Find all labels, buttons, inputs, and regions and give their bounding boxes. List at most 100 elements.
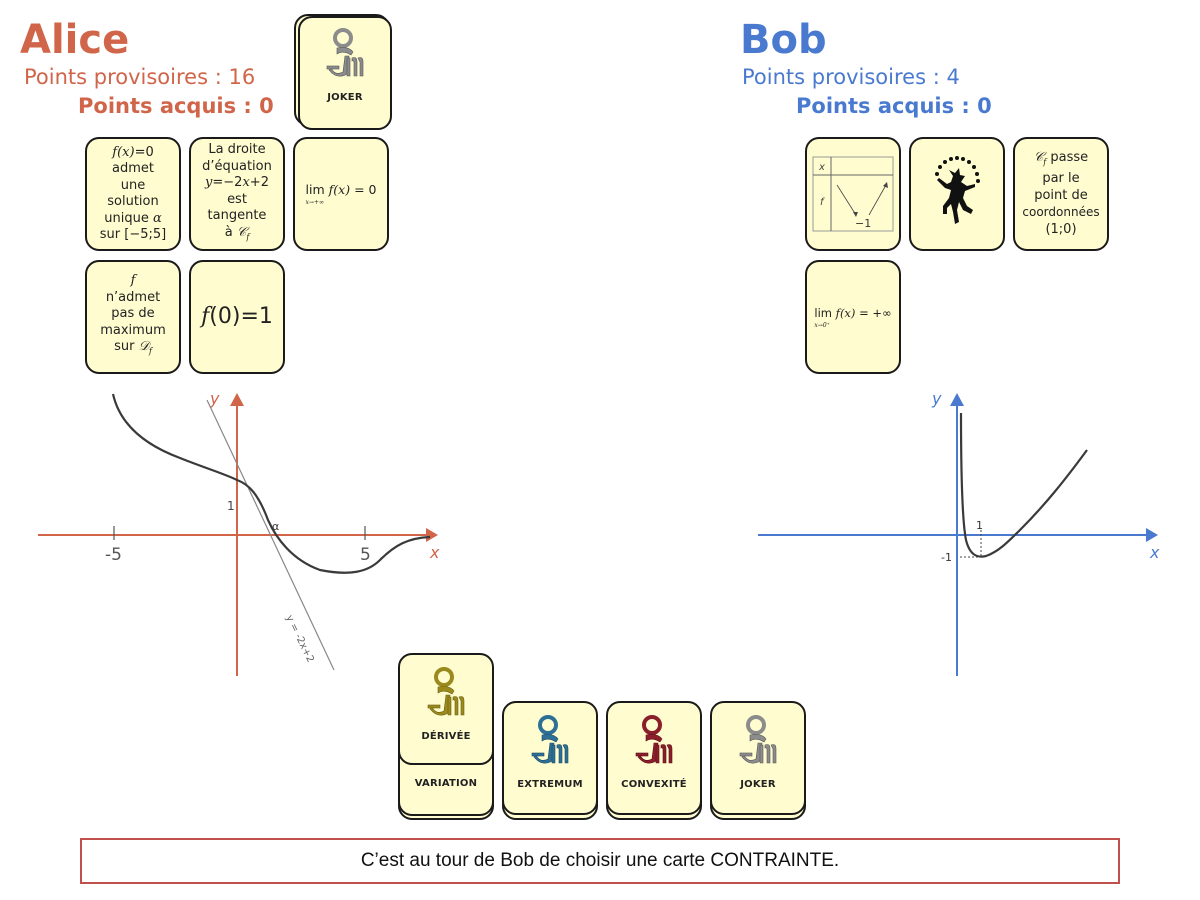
tangent-line xyxy=(206,399,335,671)
deck-extremum-label: EXTREMUM xyxy=(517,778,583,790)
alice-name: Alice xyxy=(20,17,130,63)
lim-subscript: x→+∞ xyxy=(305,198,324,206)
table-min-value: −1 xyxy=(855,217,871,230)
alice-acquired-label: Points acquis : xyxy=(78,94,252,118)
card-text: est xyxy=(227,191,247,207)
card-text: f xyxy=(148,347,152,357)
tick-label-1: 1 xyxy=(976,519,983,532)
deck-variation-label: VARIATION xyxy=(414,777,478,789)
y-arrow-icon xyxy=(950,393,964,406)
pm-logo-icon xyxy=(427,666,465,716)
bob-name: Bob xyxy=(740,17,827,63)
card-text: admet xyxy=(112,161,154,176)
card-text: d’équation xyxy=(202,158,272,174)
card-text: sur xyxy=(99,227,121,242)
card-text: unique xyxy=(104,210,149,226)
x-arrow-icon xyxy=(1146,528,1158,542)
tick-label-minus1: -1 xyxy=(941,551,952,564)
card-text: 𝒞 xyxy=(1033,149,1044,165)
pm-logo-icon xyxy=(326,27,364,77)
card-text: α xyxy=(152,210,162,226)
alice-acquired-points: Points acquis : 0 xyxy=(78,93,274,119)
jester-juggling-icon xyxy=(935,156,980,224)
card-text: [−5;5] xyxy=(124,227,167,242)
card-text: =−2 xyxy=(212,175,243,191)
table-row-x: x xyxy=(818,162,825,173)
status-message: C’est au tour de Bob de choisir une cart… xyxy=(360,850,840,871)
tick-label-5: 5 xyxy=(360,545,371,565)
card-text: une xyxy=(120,177,146,193)
card-text: (1;0) xyxy=(1045,221,1077,237)
card-tangent-line[interactable]: La droite d’équation y=−2x+2 est tangent… xyxy=(189,137,285,251)
card-jester[interactable] xyxy=(909,137,1005,251)
card-f-zero[interactable]: f(0)=1 xyxy=(189,260,285,374)
card-text: passe xyxy=(1050,149,1089,165)
card-text: = +∞ xyxy=(859,306,892,321)
alice-joker-label: JOKER xyxy=(327,91,363,103)
root-label-alpha: α xyxy=(272,520,279,533)
alice-graph: -5 5 x y 1 α y = -2x+2 xyxy=(38,389,440,676)
card-text: f xyxy=(1043,157,1047,167)
bob-acquired-points: Points acquis : 0 xyxy=(796,93,992,119)
status-message-box: C’est au tour de Bob de choisir une cart… xyxy=(80,838,1120,884)
table-row-f: f xyxy=(820,197,825,208)
alice-provisional-value: 16 xyxy=(228,65,256,89)
card-text: à xyxy=(224,224,233,240)
card-passes-point[interactable]: 𝒞f passe par le point de coordonnées (1;… xyxy=(1013,137,1109,251)
card-text: maximum xyxy=(100,322,166,338)
bob-acquired-value: 0 xyxy=(977,94,992,118)
card-text: f xyxy=(328,182,334,198)
card-text: solution xyxy=(107,194,159,209)
card-unique-solution[interactable]: f(x)=0 admet une solution unique α sur [… xyxy=(85,137,181,251)
x-arrow-icon xyxy=(426,528,438,542)
alice-provisional-points: Points provisoires : 16 xyxy=(24,64,255,90)
card-variation-table[interactable]: x f −1 xyxy=(805,137,901,251)
card-text: n’admet xyxy=(105,289,161,305)
alice-acquired-value: 0 xyxy=(259,94,274,118)
card-text: 𝒟 xyxy=(138,339,149,355)
x-axis-label: x xyxy=(429,543,440,562)
deck-convexite-label: CONVEXITÉ xyxy=(621,778,687,790)
y-axis-label: y xyxy=(931,389,942,408)
lim-subscript: x→0⁺ xyxy=(814,321,830,329)
y-arrow-icon xyxy=(230,393,244,406)
card-text: coordonnées xyxy=(1022,205,1100,220)
card-text: point de xyxy=(1034,187,1088,203)
deck-card-convexite[interactable]: CONVEXITÉ xyxy=(606,701,702,815)
card-text: = 0 xyxy=(354,182,377,198)
pm-logo-icon xyxy=(739,714,777,764)
bob-curve xyxy=(959,412,1088,558)
card-text: =0 xyxy=(134,144,154,160)
bob-provisional-value: 4 xyxy=(946,65,960,89)
card-text: pas de xyxy=(111,306,155,322)
x-axis-label: x xyxy=(1149,543,1160,562)
card-text: f xyxy=(130,273,136,289)
card-text: f(x) xyxy=(112,144,135,160)
card-text: (0)=1 xyxy=(209,303,273,329)
card-text: (x) xyxy=(839,306,856,321)
deck-card-joker[interactable]: JOKER xyxy=(710,701,806,815)
y-axis-label: y xyxy=(209,389,220,408)
bob-acquired-label: Points acquis : xyxy=(796,94,970,118)
card-text: 𝒞 xyxy=(236,224,247,240)
card-text: x xyxy=(242,175,250,191)
card-text: (x) xyxy=(333,182,351,198)
point-label-1: 1 xyxy=(227,499,235,513)
deck-derivee-label: DÉRIVÉE xyxy=(421,730,471,742)
bob-provisional-points: Points provisoires : 4 xyxy=(742,64,960,90)
card-text: La droite xyxy=(208,142,266,158)
card-no-maximum[interactable]: f n’admet pas de maximum sur 𝒟f xyxy=(85,260,181,374)
card-text: par le xyxy=(1042,171,1080,187)
alice-curve xyxy=(111,393,431,574)
card-text: y xyxy=(205,175,213,191)
card-text: +2 xyxy=(249,175,269,191)
deck-card-derivee[interactable]: DÉRIVÉE xyxy=(398,653,494,765)
alice-joker-card[interactable]: JOKER xyxy=(298,16,392,130)
pm-logo-icon xyxy=(531,714,569,764)
deck-joker-label: JOKER xyxy=(740,778,776,790)
card-text: f xyxy=(835,306,840,321)
lim-word: lim xyxy=(305,182,325,198)
deck-card-extremum[interactable]: EXTREMUM xyxy=(502,701,598,815)
